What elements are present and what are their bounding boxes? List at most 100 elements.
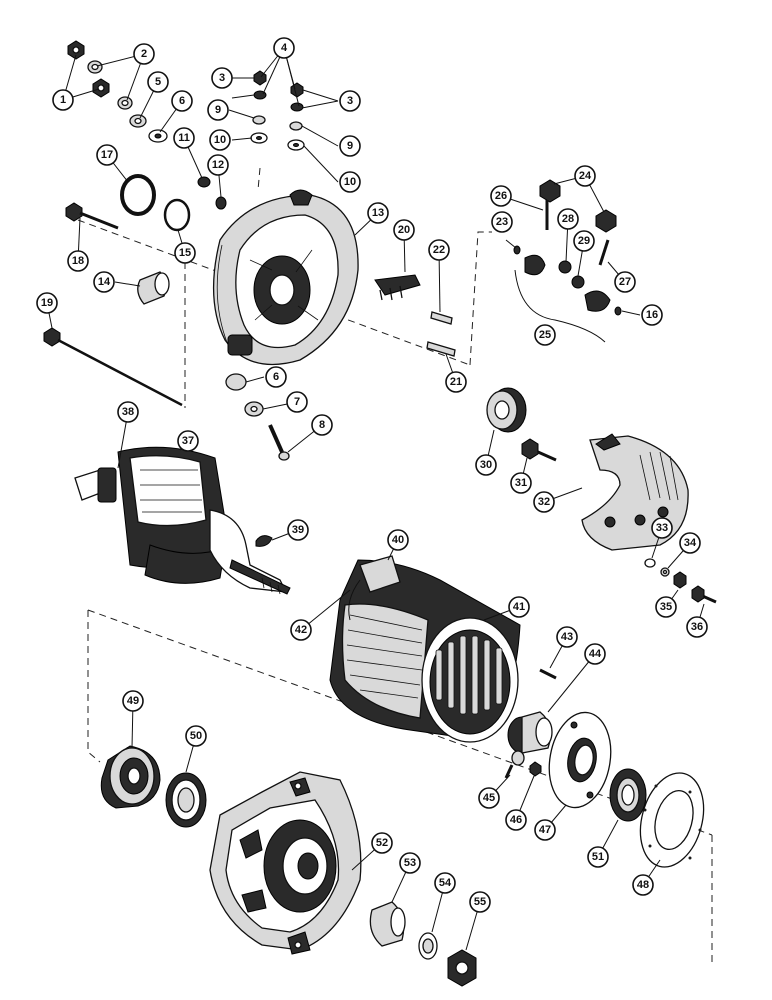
callout-13: 13 [367,202,389,224]
nut-part [67,40,85,60]
callout-30: 30 [475,454,497,476]
callout-label: 48 [637,879,649,891]
callout-10: 10 [209,129,231,151]
callout-8: 8 [311,414,333,436]
callout-41: 41 [508,596,530,618]
callout-37: 37 [177,430,199,452]
callout-20: 20 [393,219,415,241]
pin-part [426,311,456,357]
callout-label: 42 [295,624,307,636]
screw-part [504,750,542,779]
callout-3: 3 [211,67,233,89]
callout-label: 3 [347,95,353,107]
gasket-part [639,772,705,868]
rectifier-hardware [644,558,717,604]
washer-part [250,132,268,144]
callout-7: 7 [286,391,308,413]
callout-label: 4 [281,42,288,54]
callout-label: 41 [513,601,525,613]
callout-label: 38 [122,406,134,418]
callout-label: 10 [344,176,356,188]
callout-28: 28 [557,208,579,230]
callout-36: 36 [686,616,708,638]
callout-6: 6 [171,90,193,112]
pin-part [539,668,557,680]
callout-label: 40 [392,534,404,546]
callout-55: 55 [469,891,491,913]
callout-label: 12 [212,159,224,171]
callout-48: 48 [632,874,654,896]
callout-32: 32 [533,491,555,513]
callout-label: 43 [561,631,573,643]
callout-14: 14 [93,271,115,293]
stator-assembly [329,555,521,743]
callout-label: 8 [319,419,325,431]
callout-label: 7 [294,396,300,408]
callout-label: 3 [219,72,225,84]
through-bolt [43,327,183,407]
washer-part [290,102,304,112]
callout-label: 31 [515,477,527,489]
bearing-part [486,387,527,433]
drive-end-housing [209,771,362,955]
callout-1: 1 [52,89,74,111]
callout-22: 22 [428,239,450,261]
callout-31: 31 [510,472,532,494]
callout-12: 12 [207,154,229,176]
callout-label: 55 [474,896,486,908]
callout-15: 15 [174,242,196,264]
callout-3b: 3 [339,90,361,112]
callout-label: 45 [483,792,495,804]
callout-label: 18 [72,255,84,267]
callout-18: 18 [67,250,89,272]
washer-part [129,114,147,128]
screw-part [197,176,227,210]
callout-26: 26 [490,185,512,207]
callout-label: 20 [398,224,410,236]
rectifier-bridge [581,433,689,551]
callout-21: 21 [445,371,467,393]
callout-label: 11 [178,132,190,144]
callout-50: 50 [185,725,207,747]
pulley-hardware [369,901,477,987]
washer-part [287,139,305,151]
callout-label: 47 [539,824,551,836]
callout-24: 24 [574,165,596,187]
brush-assembly [513,179,622,343]
spacer-part [507,711,553,754]
callout-label: 22 [433,244,445,256]
callout-40: 40 [387,529,409,551]
washer-part [87,60,103,74]
callout-label: 25 [539,329,551,341]
washer-part [117,96,133,110]
washer-part [289,121,303,131]
callout-label: 30 [480,459,492,471]
callout-label: 15 [179,247,191,259]
callout-33: 33 [651,517,673,539]
callout-44: 44 [584,643,606,665]
seal-part [165,772,207,828]
terminal-part [521,438,557,462]
callout-46: 46 [505,809,527,831]
callout-label: 46 [510,814,522,826]
callout-label: 51 [592,851,604,863]
callout-label: 10 [214,134,226,146]
callout-27: 27 [614,271,636,293]
callout-label: 21 [450,376,462,388]
washer-part [252,115,266,125]
callout-10b: 10 [339,171,361,193]
callout-label: 34 [684,537,697,549]
callouts: 1 2 3 3 4 5 6 6 7 8 9 9 10 10 11 12 13 1… [36,37,708,913]
callout-54: 54 [434,872,456,894]
callout-label: 13 [372,207,384,219]
callout-label: 6 [179,95,185,107]
callout-label: 50 [190,730,202,742]
callout-label: 37 [182,435,194,447]
callout-51: 51 [587,846,609,868]
o-rings [120,174,191,232]
seal-part [609,768,647,822]
callout-47: 47 [534,819,556,841]
retainer-plate [548,711,612,809]
callout-label: 9 [215,104,221,116]
